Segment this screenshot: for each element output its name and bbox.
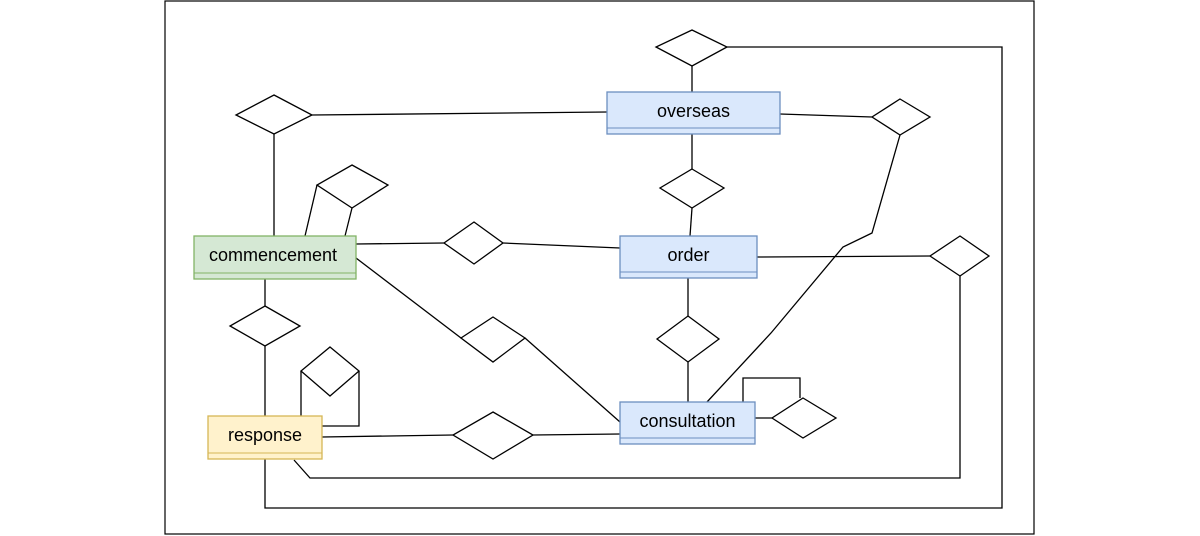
- relationship-diamond[interactable]: [228, 305, 302, 347]
- edge: [742, 377, 801, 402]
- edge: [524, 337, 621, 423]
- entity-label: response: [228, 425, 302, 445]
- edge: [532, 433, 621, 436]
- relationship-diamond[interactable]: [928, 235, 991, 277]
- entity-label: order: [667, 245, 709, 265]
- relationship-diamond[interactable]: [315, 164, 390, 209]
- edge: [779, 113, 873, 118]
- edge: [344, 207, 353, 237]
- edge: [311, 111, 608, 116]
- edge: [304, 184, 318, 237]
- relationship-diamond[interactable]: [770, 397, 838, 439]
- relationship-diamond[interactable]: [658, 168, 726, 209]
- edge: [689, 207, 693, 237]
- entity-commencement[interactable]: commencement: [193, 235, 357, 280]
- edge: [502, 242, 621, 249]
- diagram-frame: [164, 0, 1035, 535]
- edge: [756, 255, 931, 258]
- entity-response[interactable]: response: [207, 415, 323, 460]
- entity-order[interactable]: order: [619, 235, 758, 279]
- relationship-diamond[interactable]: [451, 411, 535, 460]
- entities: overseas order commencement response con…: [193, 91, 781, 460]
- relationship-diamond[interactable]: [442, 221, 505, 265]
- relationship-diamond[interactable]: [299, 346, 361, 397]
- edge: [322, 371, 360, 427]
- relationship-diamond[interactable]: [234, 94, 314, 135]
- relationships: [228, 29, 991, 460]
- entity-overseas[interactable]: overseas: [606, 91, 781, 135]
- relationship-diamond[interactable]: [870, 98, 932, 136]
- edge: [355, 242, 445, 245]
- relationship-diamond[interactable]: [654, 29, 729, 67]
- edge: [706, 134, 901, 403]
- entity-consultation[interactable]: consultation: [619, 401, 756, 445]
- relationship-diamond[interactable]: [459, 316, 527, 363]
- relationship-diamond[interactable]: [655, 315, 721, 363]
- entity-label: commencement: [209, 245, 337, 265]
- edge: [321, 434, 454, 438]
- edge: [355, 257, 462, 339]
- edge: [293, 276, 961, 479]
- entity-label: overseas: [657, 101, 730, 121]
- entity-label: consultation: [639, 411, 735, 431]
